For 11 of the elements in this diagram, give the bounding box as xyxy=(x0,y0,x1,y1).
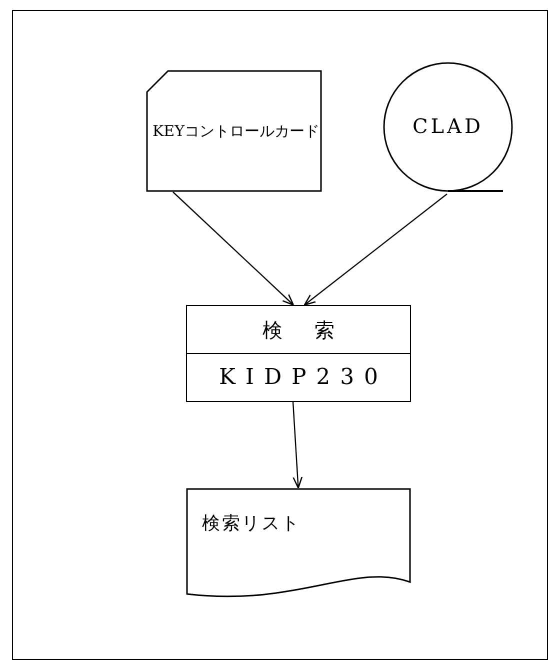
arrow xyxy=(172,192,294,306)
arrow xyxy=(304,194,448,306)
node-label: 検索リスト xyxy=(202,512,301,536)
punch-card xyxy=(146,70,322,192)
magnetic-tape xyxy=(383,62,513,194)
arrow xyxy=(292,402,303,489)
process-box xyxy=(186,305,411,402)
process-label: KIDP230 xyxy=(218,364,388,392)
node-label: KEYコントロールカード xyxy=(151,120,320,142)
process-label: 検索 xyxy=(262,316,366,344)
node-label: CLAD xyxy=(412,113,484,140)
